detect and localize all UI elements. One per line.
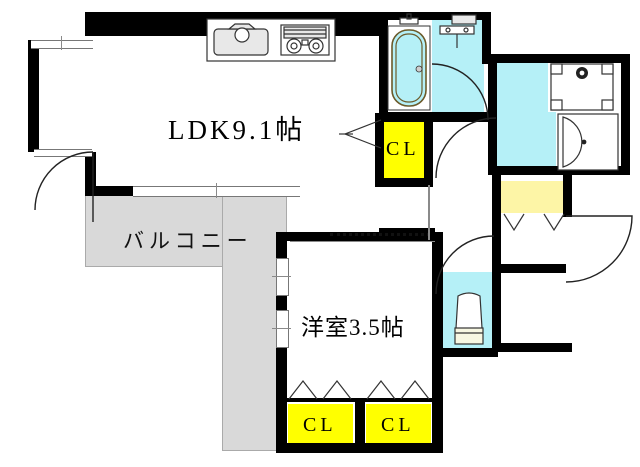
wall-toilet-top (494, 264, 566, 273)
wall-bath-top (379, 12, 491, 20)
sink-basin-icon (557, 113, 619, 171)
closet-hall-fill (383, 117, 425, 180)
window-ldk-top-left[interactable] (31, 40, 93, 49)
wall-closet-hall-left (375, 113, 384, 185)
wall-washroom-right (621, 54, 630, 174)
window-bedroom-2-mull (272, 328, 291, 329)
closet-fold-triangles-left-icon (288, 380, 352, 400)
bath-faucet-icon (399, 13, 419, 25)
closet-hall-fold-arrow-icon (339, 119, 382, 149)
wall-toilet-bottom (432, 348, 498, 357)
wall-ldk-right (379, 228, 435, 237)
wall-shoe-closet-right (563, 175, 572, 217)
closet-room-left-label: CL (303, 414, 337, 436)
door-hall-to-room[interactable] (435, 235, 496, 296)
shoe-closet-fold-icon (503, 213, 565, 232)
wall-toilet-left (432, 264, 442, 356)
closet-hall-label: CL (386, 138, 420, 160)
door-entrance-main[interactable] (565, 215, 638, 288)
toilet-icon (454, 292, 484, 345)
wall-washroom-left (488, 54, 497, 174)
bath-shelf-icon (451, 14, 477, 25)
window-bedroom-1[interactable] (276, 258, 289, 296)
wall-bath-left (379, 12, 388, 122)
balcony-label: バルコニー (123, 229, 253, 253)
hall-closet-track (428, 185, 430, 240)
sink-icon (213, 23, 269, 56)
washing-machine-icon (550, 63, 614, 111)
balcony-door-mull-1 (216, 183, 217, 198)
door-bathroom[interactable] (431, 63, 490, 122)
bedroom-top-rail (290, 241, 435, 242)
wall-washroom-top (488, 54, 630, 63)
wall-bath-right (482, 12, 491, 64)
window-ldk-top-left-mull (61, 36, 62, 50)
wall-bedroom-top (283, 232, 438, 241)
room-label-bedroom: 洋室3.5帖 (301, 315, 405, 340)
wall-left-lower (85, 152, 96, 196)
wall-closet-divider (355, 400, 365, 450)
wall-entrance-left (492, 175, 501, 352)
shower-icon (439, 25, 475, 48)
bedroom-top-partition[interactable] (330, 233, 430, 236)
wall-closet-hall-right (424, 113, 433, 185)
wall-left-upper (28, 40, 39, 152)
window-ldk-entrance-head[interactable] (34, 149, 92, 157)
closet-room-right-fill (366, 404, 431, 446)
closet-room-left-fill (288, 404, 353, 446)
window-bedroom-2[interactable] (276, 310, 289, 348)
bathtub-icon (387, 25, 431, 111)
shoe-closet-fill (500, 181, 570, 213)
wall-closet-head (283, 398, 438, 402)
wall-closet-hall-bottom (375, 178, 433, 187)
closet-room-right-label: CL (381, 414, 415, 436)
door-washroom[interactable] (434, 117, 497, 180)
wall-bath-bottom (379, 112, 491, 122)
wall-entrance-bottom (492, 343, 572, 352)
ldk-label: LDK9.1帖 (168, 115, 306, 145)
window-bedroom-1-mull (272, 276, 291, 277)
stove-icon (280, 24, 330, 56)
closet-fold-triangles-right-icon (366, 380, 430, 400)
door-entrance-ldk[interactable] (34, 151, 115, 232)
